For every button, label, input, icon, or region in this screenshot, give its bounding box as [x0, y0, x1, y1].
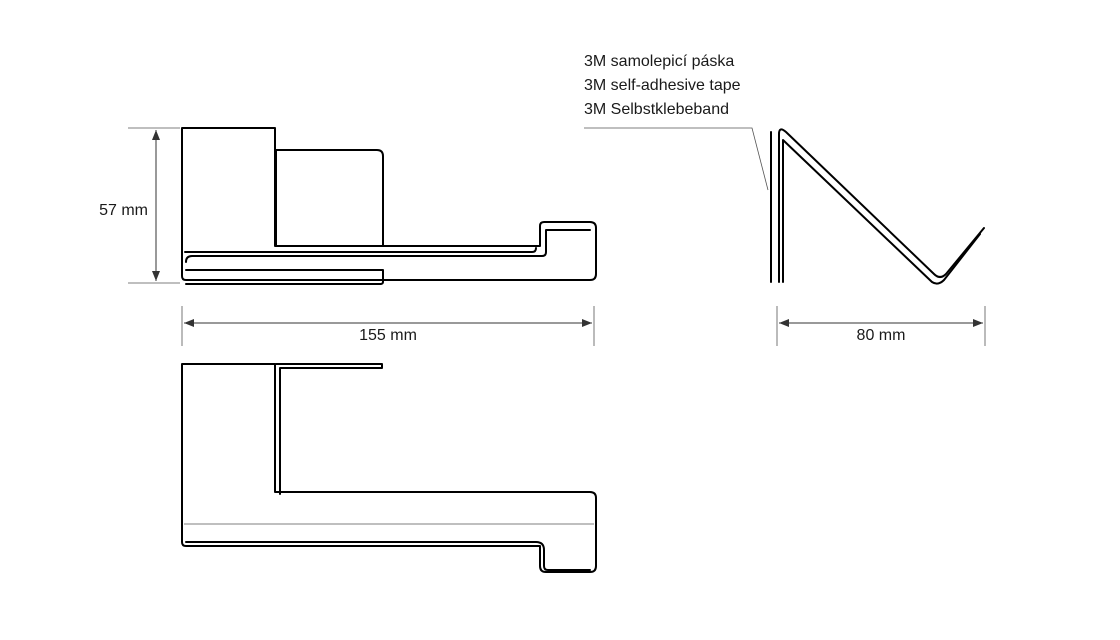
arrow-right-icon: [582, 319, 592, 327]
tape-label-en: 3M self-adhesive tape: [584, 77, 741, 94]
base-strip: [185, 269, 384, 285]
arrow-left-icon: [184, 319, 194, 327]
holder-body: [181, 127, 597, 281]
top-view-body: [181, 363, 597, 573]
side-view: [181, 127, 597, 285]
dimension-length: 155 mm: [181, 306, 595, 346]
length-label: 155 mm: [359, 327, 417, 344]
front-view: [770, 128, 985, 285]
depth-label: 80 mm: [857, 327, 906, 344]
profile-inner: [782, 139, 981, 285]
top-view-plate: [275, 363, 383, 495]
top-view: [181, 363, 597, 573]
tape-callout: 3M samolepicí páska 3M self-adhesive tap…: [584, 53, 769, 191]
arrow-down-icon: [152, 271, 160, 281]
top-view-fold: [185, 541, 591, 571]
tape-label-de: 3M Selbstklebeband: [584, 101, 729, 118]
dimension-height: 57 mm: [99, 127, 180, 284]
back-plate: [275, 149, 384, 247]
dimension-depth: 80 mm: [776, 306, 986, 346]
tape-label-cz: 3M samolepicí páska: [584, 53, 734, 70]
profile-outer: [778, 128, 985, 283]
leader-line: [584, 127, 769, 191]
arrow-up-icon: [152, 130, 160, 140]
fold-line-upper: [184, 247, 537, 253]
arrow-right-icon: [973, 319, 983, 327]
height-label: 57 mm: [99, 202, 148, 219]
arrow-left-icon: [779, 319, 789, 327]
fold-line-lower: [185, 229, 591, 263]
